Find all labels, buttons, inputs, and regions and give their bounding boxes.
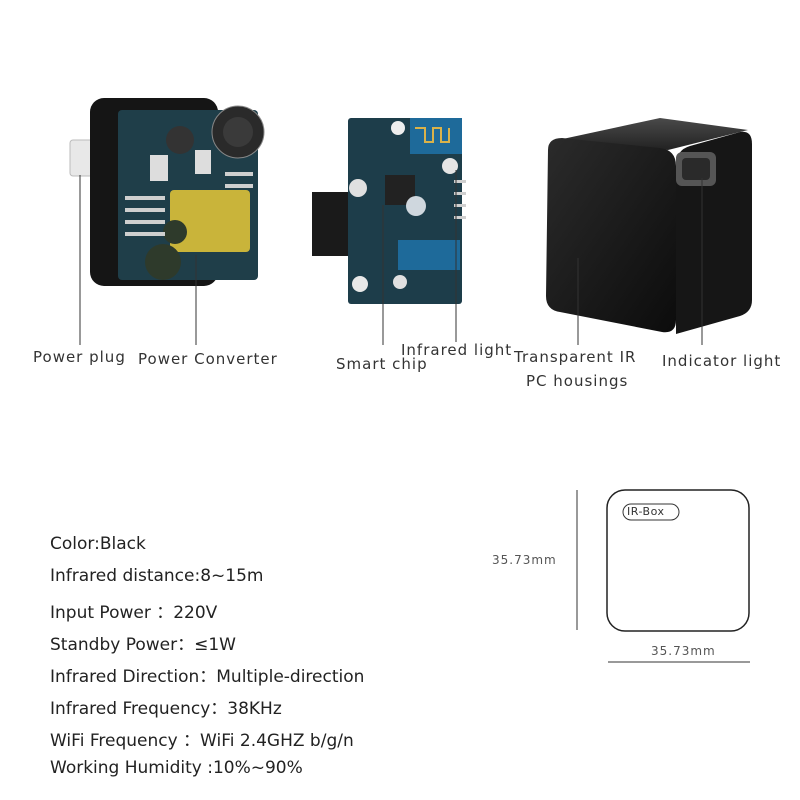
board-connector (312, 192, 354, 256)
ir-led-2 (406, 196, 426, 216)
label-housing-line1: Transparent IR (514, 348, 637, 366)
spec-standby-power: Standby Power：≤1W (50, 635, 236, 655)
smart-board-image (312, 118, 466, 304)
housing-image (546, 118, 752, 334)
spec-color: Color:Black (50, 534, 146, 554)
spec-input-power: Input Power ：220V (50, 603, 218, 623)
housing-front (546, 138, 676, 333)
callout-lines (79, 170, 703, 345)
spec-wifi-frequency: WiFi Frequency ：WiFi 2.4GHZ b/g/n (50, 731, 354, 751)
dimension-drawing (576, 489, 750, 663)
height-dimension-label: 35.73mm (492, 553, 557, 567)
capacitor-green (145, 244, 181, 280)
label-smart-chip: Smart chip (336, 355, 428, 373)
label-power-converter: Power Converter (138, 350, 278, 368)
label-housing-line2: PC housings (526, 372, 629, 390)
pin-header (125, 172, 253, 236)
power-module-image (69, 98, 265, 286)
spec-infrared-direction: Infrared Direction：Multiple-direction (50, 667, 365, 687)
spec-infrared-distance: Infrared distance:8~15m (50, 566, 264, 586)
label-power-plug: Power plug (33, 348, 126, 366)
device-outline (606, 489, 750, 632)
ir-led-3 (442, 158, 458, 174)
device-label: IR-Box (627, 505, 665, 518)
power-transformer (170, 190, 250, 252)
label-infrared-light: Infrared light (401, 341, 513, 359)
ir-led-1 (349, 179, 367, 197)
width-dimension-label: 35.73mm (651, 644, 716, 658)
ir-box-badge (622, 503, 680, 521)
wifi-antenna (410, 118, 462, 154)
capacitor-small (166, 126, 194, 154)
spec-infrared-frequency: Infrared Frequency：38KHz (50, 699, 282, 719)
spec-working-humidity: Working Humidity :10%~90% (50, 758, 303, 778)
label-indicator-light: Indicator light (662, 352, 782, 370)
